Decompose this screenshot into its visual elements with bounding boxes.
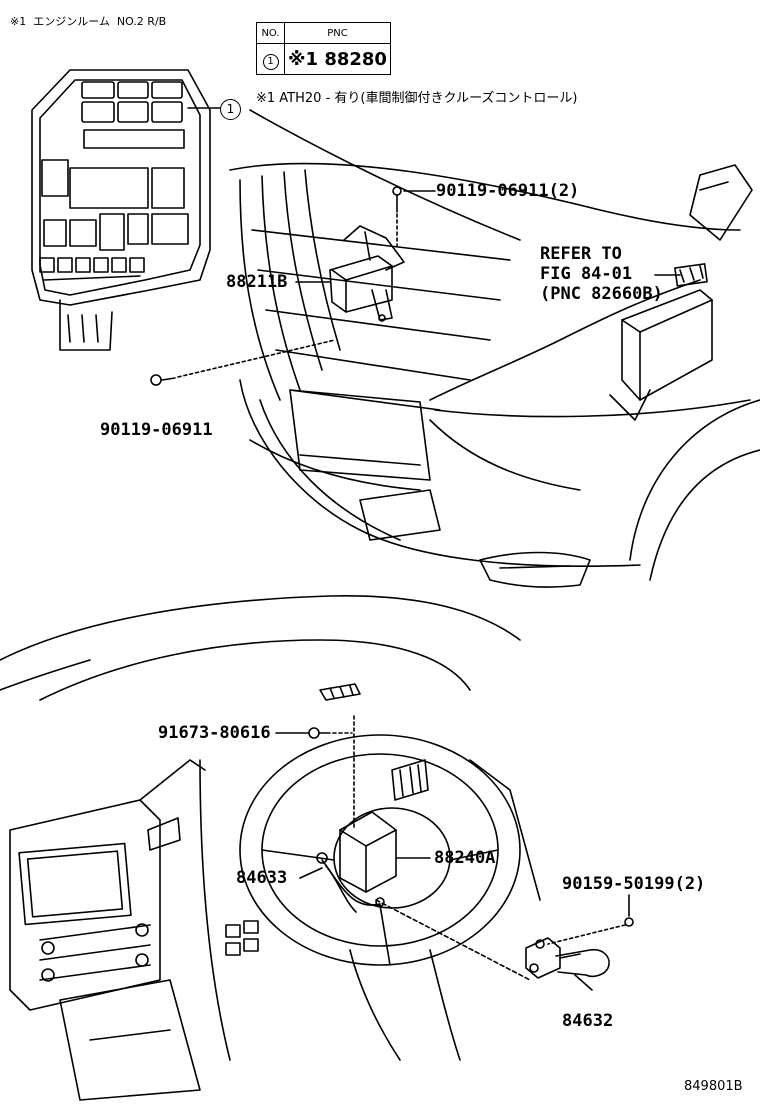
label-bolt-upper-pair: 90119-06911(2) bbox=[436, 181, 580, 201]
label-refer-line1: REFER TO bbox=[540, 244, 622, 264]
label-harness: 84633 bbox=[236, 868, 288, 888]
relay-box-caption: ※1 エンジンルーム NO.2 R/B bbox=[10, 15, 167, 28]
pnc-table-row-pnc: ※1 88280 bbox=[284, 43, 391, 75]
label-cruise-ecu: 88240A bbox=[434, 848, 496, 868]
label-screw-dash: 91673-80616 bbox=[158, 723, 271, 743]
label-refer-line2: FIG 84-01 bbox=[540, 264, 633, 284]
pnc-table-header-no: NO. bbox=[256, 22, 285, 44]
pnc-table-header-pnc: PNC bbox=[284, 22, 391, 44]
label-refer-line3: (PNC 82660B) bbox=[540, 284, 663, 304]
label-cruise-switch: 84632 bbox=[562, 1011, 614, 1031]
label-bolt-upper-single: 90119-06911 bbox=[100, 420, 213, 440]
callout-marker-1: 1 bbox=[220, 99, 241, 120]
cabin-illustration bbox=[0, 595, 634, 1101]
label-screw-pair: 90159-50199(2) bbox=[562, 874, 706, 894]
table-row: 1 ※1 88280 bbox=[256, 43, 391, 75]
pnc-table-footnote: ※1 ATH20 - 有り(車間制御付きクルーズコントロール) bbox=[256, 91, 578, 106]
pnc-table: NO. PNC 1 ※1 88280 bbox=[256, 22, 391, 75]
relay-box-illustration bbox=[31, 69, 221, 351]
figure-number: 849801B bbox=[684, 1079, 743, 1094]
pnc-table-row-no: 1 bbox=[256, 43, 285, 75]
vehicle-front-illustration bbox=[150, 109, 760, 588]
label-radar-sensor: 88211B bbox=[226, 272, 288, 292]
